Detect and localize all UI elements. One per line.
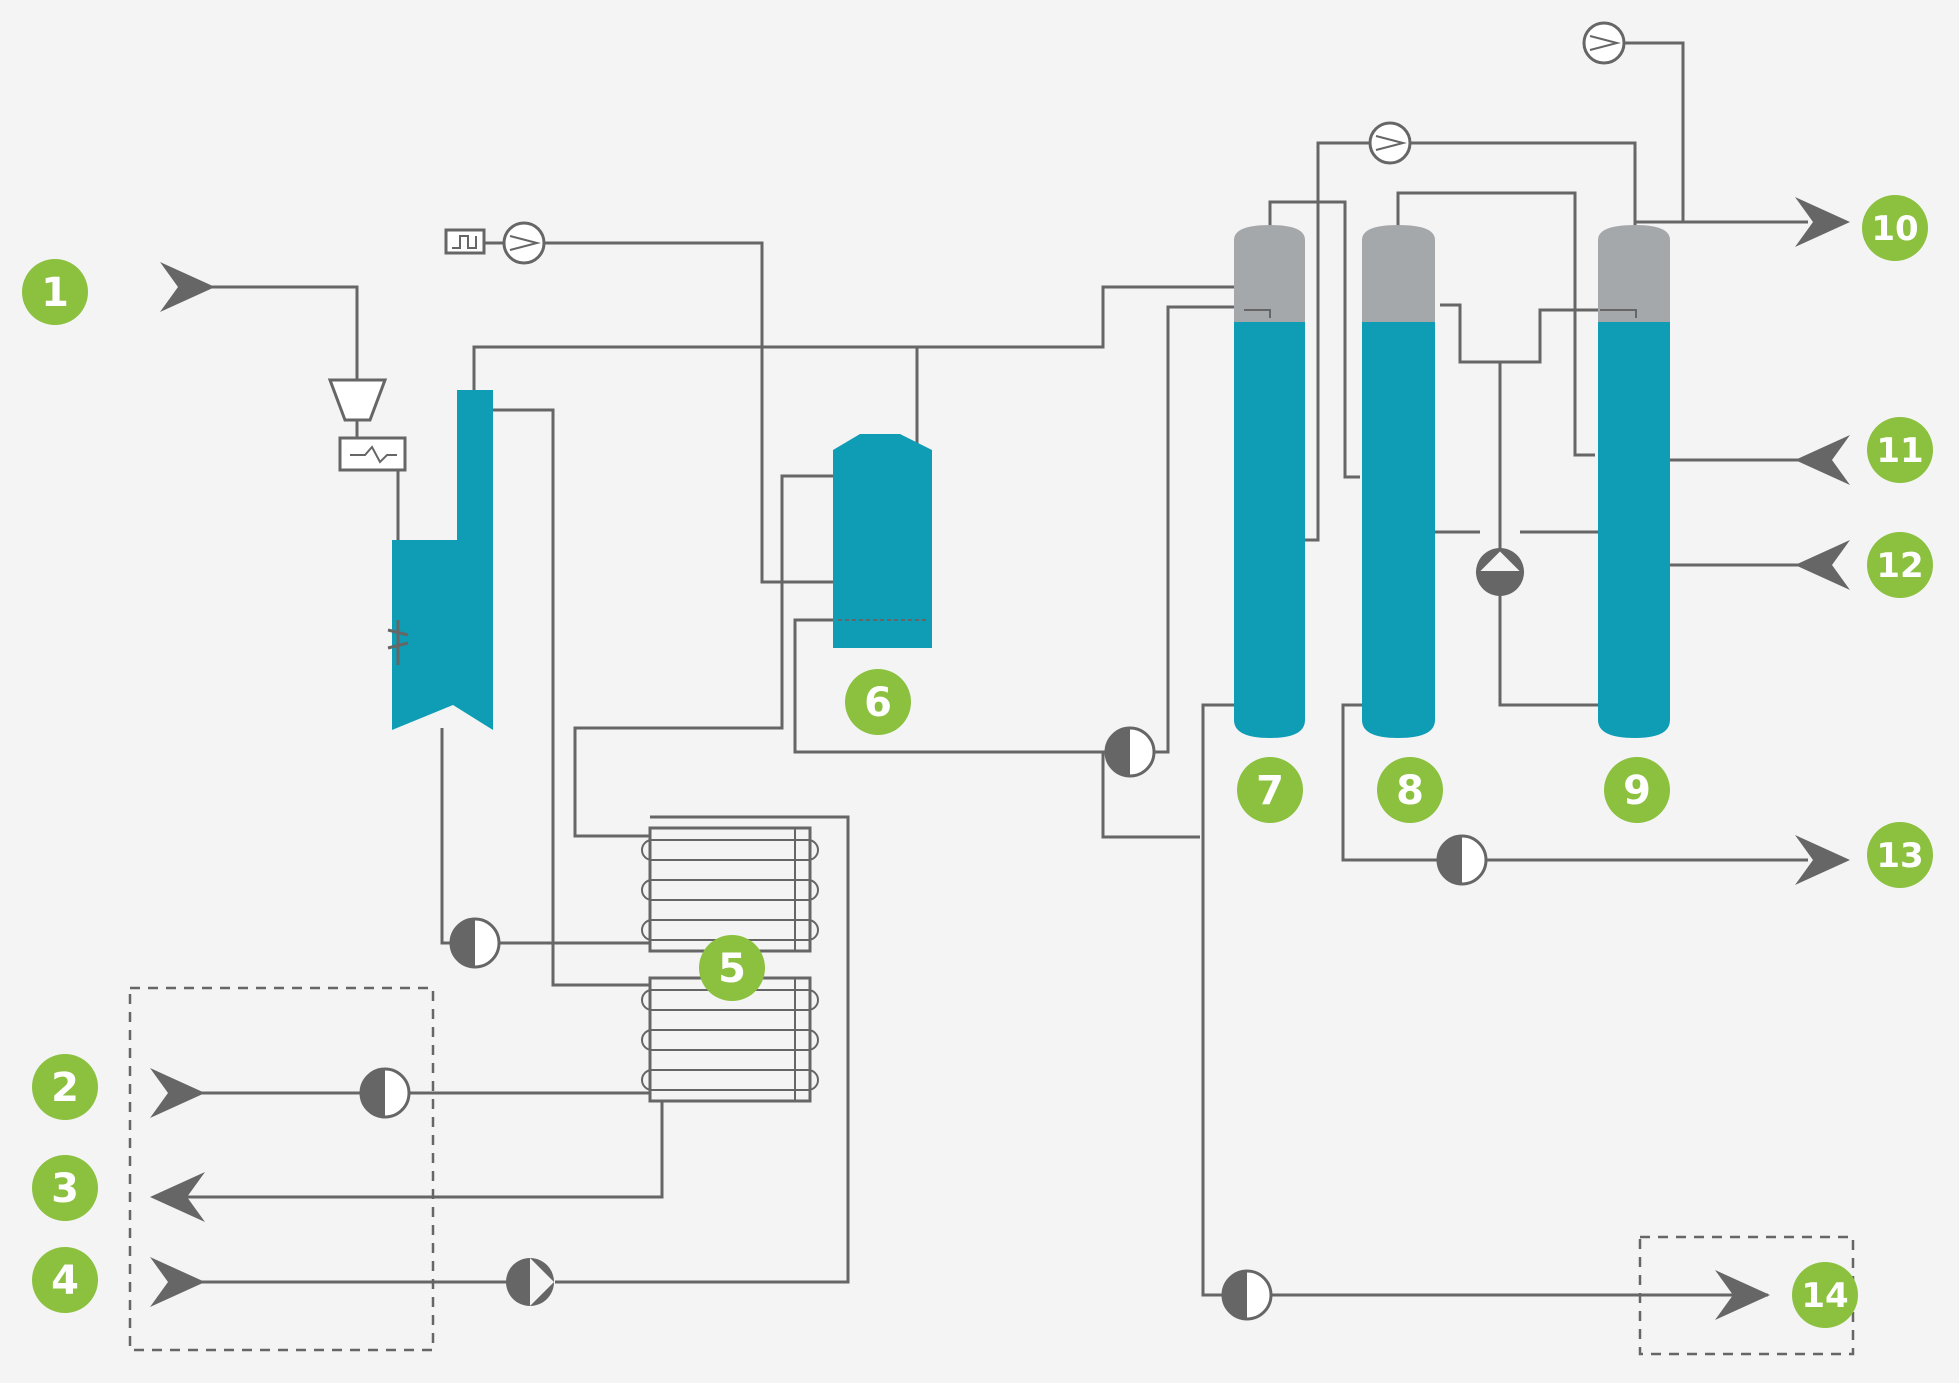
pipe-col7-top	[1268, 200, 1360, 479]
stream-badge-2: 2	[32, 1054, 98, 1120]
stream-badge-5: 5	[699, 935, 765, 1001]
pipe-heater-compressor	[542, 241, 833, 584]
stream-badge-label: 3	[51, 1166, 79, 1212]
pump-vessel-6-icon	[1104, 726, 1156, 778]
pump-col7-bottom-icon	[1221, 1269, 1273, 1321]
stream-badge-11: 11	[1867, 417, 1933, 483]
pump-col8-col9-icon	[1475, 548, 1525, 596]
stream-badge-9: 9	[1604, 757, 1670, 823]
column-7	[1234, 225, 1305, 738]
stream-arrows	[150, 197, 1850, 1320]
stream-badge-label: 8	[1396, 768, 1424, 814]
stream-badge-12: 12	[1867, 532, 1933, 598]
pipe-col7-vapor	[1305, 141, 1372, 542]
arrow-stream-2-icon	[150, 1068, 205, 1118]
stream-badge-label: 11	[1876, 431, 1923, 471]
compressor-col9-icon	[1582, 21, 1626, 65]
pump-stream-2-icon	[359, 1067, 411, 1119]
pipe-riser-top	[472, 285, 1234, 392]
stream-badge-7: 7	[1237, 757, 1303, 823]
stream-badge-6: 6	[845, 669, 911, 735]
pipe-hx-loop	[555, 815, 850, 1284]
stream-badge-10: 10	[1862, 195, 1928, 261]
pipe-pump-branch	[1101, 752, 1200, 839]
column-8	[1362, 225, 1435, 738]
arrow-stream-4-icon	[150, 1257, 205, 1307]
pipe-col9-bottom	[1498, 590, 1598, 707]
stream-badge-label: 10	[1871, 209, 1918, 249]
stream-badge-label: 12	[1876, 546, 1923, 586]
column-9	[1598, 225, 1670, 738]
stream-badge-13: 13	[1867, 822, 1933, 888]
compressor-heater-icon	[502, 221, 546, 265]
pipe-col8-top	[1396, 191, 1595, 457]
pipe-col7-bottom	[1201, 703, 1234, 1297]
stream-badge-label: 1	[41, 270, 69, 316]
arrow-stream-3-icon	[150, 1172, 205, 1222]
hopper	[327, 378, 407, 472]
heater-unit	[444, 228, 505, 255]
stream-badge-label: 4	[51, 1258, 79, 1304]
reactor	[387, 390, 493, 730]
arrow-stream-12-icon	[1795, 540, 1850, 590]
pipe-vessel-6-loop	[573, 474, 833, 838]
pipe-compressor-top	[1410, 141, 1637, 222]
agitator-icon	[387, 620, 409, 665]
pipe-stream-3	[170, 1093, 664, 1199]
reactor-body	[392, 390, 493, 730]
pump-col8-bottom-icon	[1436, 834, 1488, 886]
arrow-stream-14-icon	[1715, 1270, 1770, 1320]
vessel-6	[833, 434, 932, 648]
stream-badge-3: 3	[32, 1155, 98, 1221]
stream-badge-label: 14	[1801, 1276, 1848, 1316]
pipe-vessel-6-outlet	[793, 618, 1108, 754]
pipe-reactor-bottom	[440, 728, 470, 945]
heater-icon	[444, 228, 486, 255]
heat-exchanger-5	[641, 826, 819, 1103]
pipe-feed-1	[190, 285, 359, 380]
stream-badge-label: 9	[1623, 768, 1651, 814]
stream-badge-label: 2	[51, 1065, 79, 1111]
battery-limit-box-left	[128, 986, 435, 1352]
stream-badge-4: 4	[32, 1247, 98, 1313]
pump-reactor-icon	[449, 917, 501, 969]
arrow-stream-11-icon	[1795, 435, 1850, 485]
arrow-stream-10-icon	[1795, 197, 1850, 247]
stream-badge-1: 1	[22, 259, 88, 325]
stream-badge-label: 6	[864, 680, 892, 726]
arrow-stream-1-icon	[160, 262, 215, 312]
stream-badge-14: 14	[1792, 1262, 1858, 1328]
pump-stream-4-icon	[506, 1258, 554, 1306]
arrow-stream-13-icon	[1795, 835, 1850, 885]
piping	[170, 41, 1808, 1297]
compressor-col7-icon	[1368, 121, 1412, 165]
pipe-col8-bottom	[1341, 703, 1440, 862]
stream-badge-label: 13	[1876, 836, 1923, 876]
stream-badge-8: 8	[1377, 757, 1443, 823]
pipe-riser-to-hx	[476, 408, 650, 987]
pumps	[359, 21, 1626, 1321]
stream-badge-label: 5	[718, 946, 746, 992]
stream-badge-label: 7	[1256, 768, 1284, 814]
